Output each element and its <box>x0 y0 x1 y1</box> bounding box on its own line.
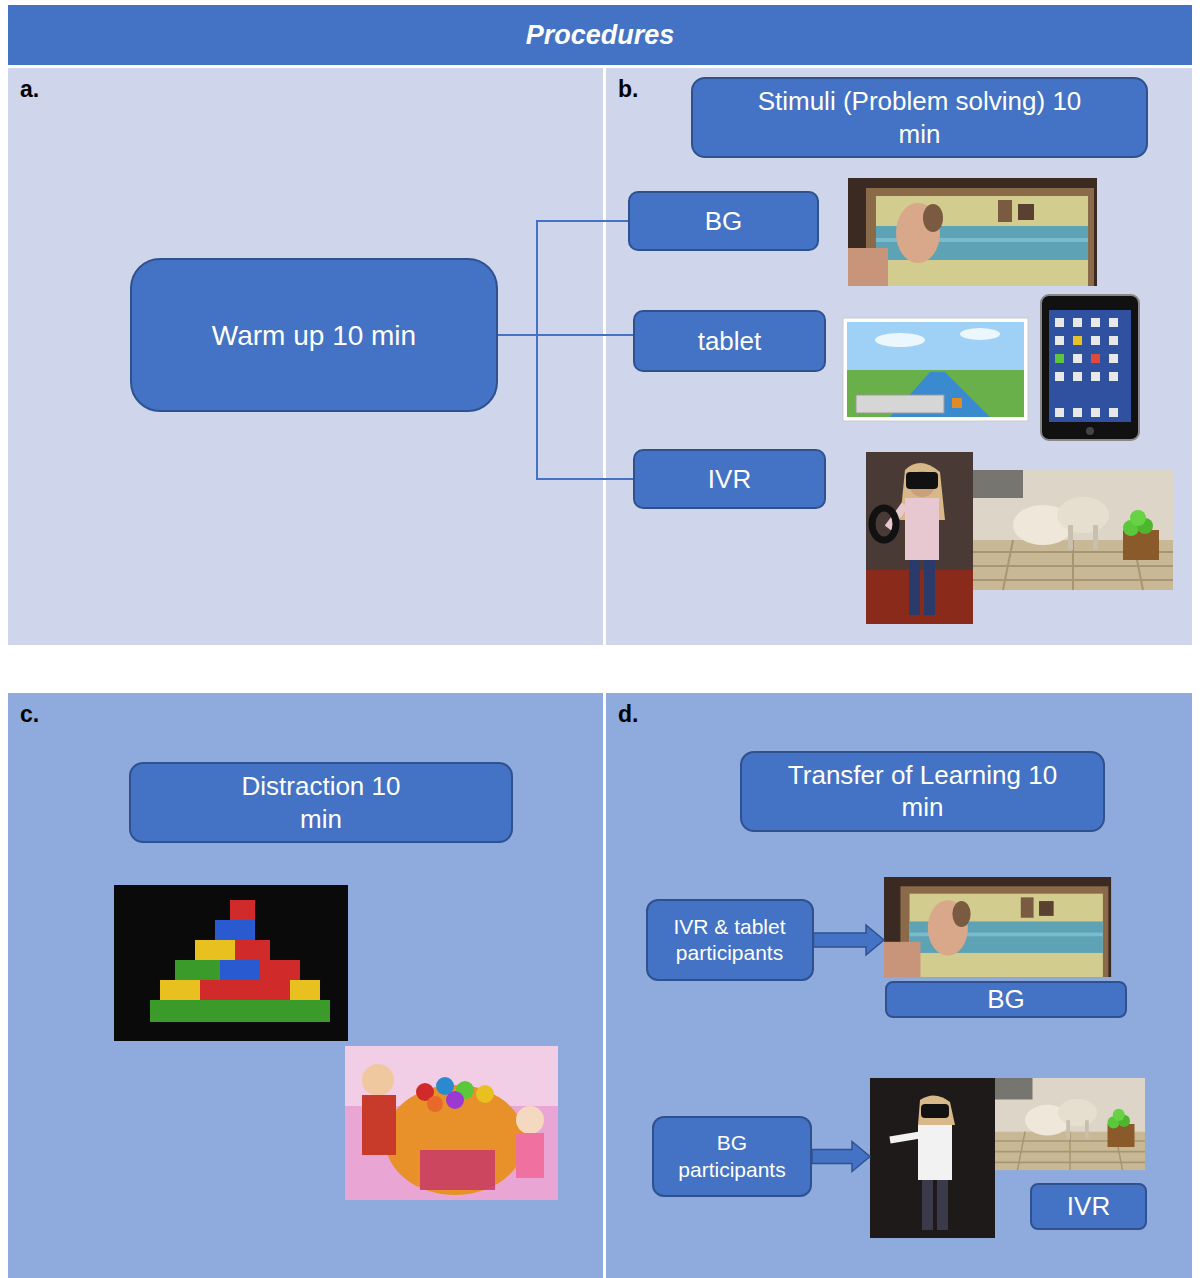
panel: c. Distraction 10 min <box>8 693 603 1278</box>
panel-letter: d. <box>618 701 638 728</box>
box-text: BG participants <box>667 1130 797 1183</box>
bracket-connector <box>498 221 628 335</box>
process-box: BG participants <box>652 1116 812 1197</box>
panel-letter: a. <box>20 76 39 103</box>
process-box: tablet <box>633 310 826 372</box>
process-box: Warm up 10 min <box>130 258 498 412</box>
box-text: Stimuli (Problem solving) 10 min <box>755 85 1085 150</box>
process-box: Stimuli (Problem solving) 10 min <box>691 77 1148 158</box>
panel: d. Transfer of Learning 10 minIVR & table… <box>606 693 1192 1278</box>
block-arrow <box>814 925 885 955</box>
image-panel: BG <box>884 877 1111 1018</box>
box-text: tablet <box>698 325 762 358</box>
block-arrow <box>812 1142 870 1172</box>
box-text: Distraction 10 min <box>221 770 421 835</box>
box-text: IVR & tablet participants <box>660 914 800 967</box>
box-text: IVR <box>708 463 751 496</box>
box-text: BG <box>705 205 743 238</box>
box-text: Warm up 10 min <box>212 318 416 353</box>
panel: b. Stimuli (Problem solving) 10 minBG tabl… <box>606 68 1192 645</box>
panel-letter: c. <box>20 701 39 728</box>
process-box: Distraction 10 min <box>129 762 513 843</box>
image-panel: IVR <box>870 1078 1145 1238</box>
title-text: Procedures <box>8 5 1192 65</box>
panel-letter: b. <box>618 76 638 103</box>
box-text: Transfer of Learning 10 min <box>773 759 1073 824</box>
process-box: Transfer of Learning 10 min <box>740 751 1105 832</box>
image-label: BG <box>885 981 1127 1018</box>
process-box: BG <box>628 191 819 251</box>
image-label: IVR <box>1030 1183 1147 1230</box>
process-box: IVR <box>633 449 826 509</box>
panel: a. Warm up 10 min <box>8 68 603 645</box>
process-box: IVR & tablet participants <box>646 899 814 981</box>
bracket-connector <box>498 335 633 479</box>
